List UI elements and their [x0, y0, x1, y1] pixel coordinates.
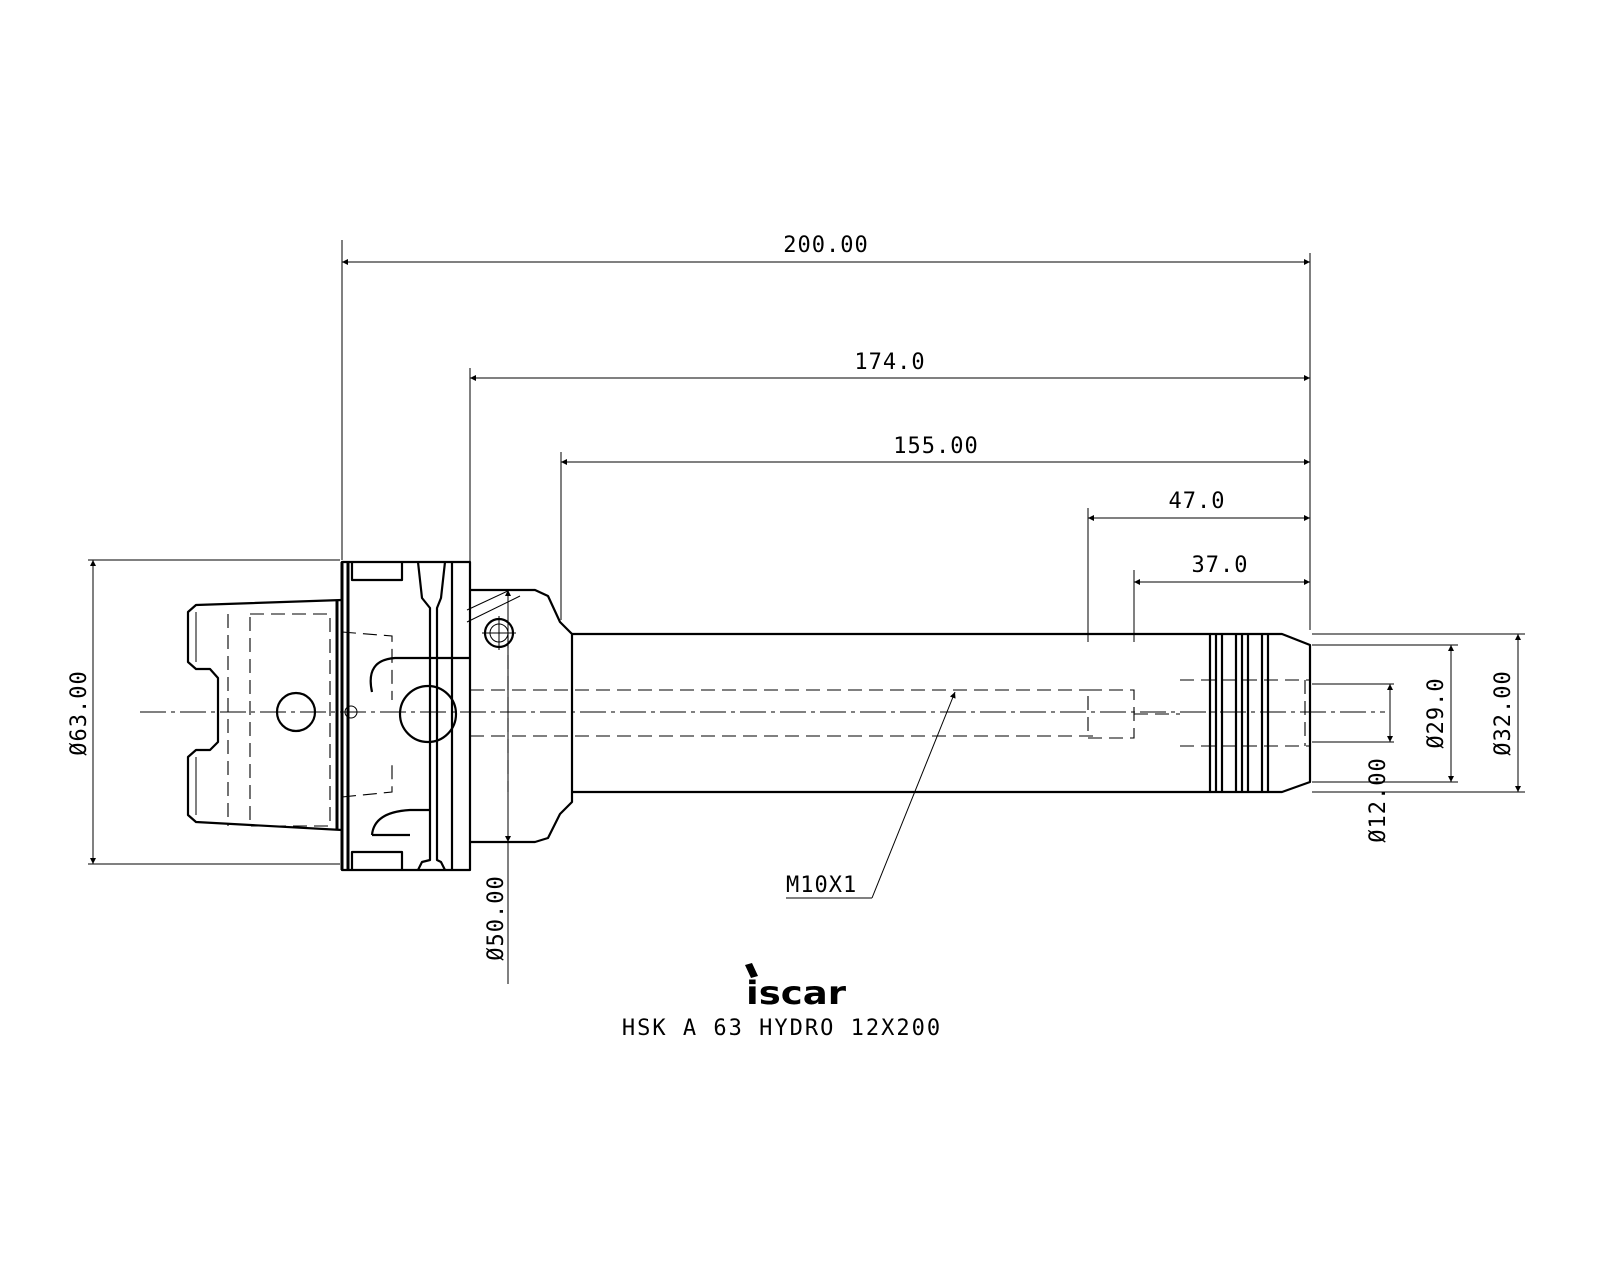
drive-slot-bottom: [350, 850, 404, 870]
hidden-features: [227, 613, 1310, 827]
extension-shank: [572, 632, 1212, 794]
side-hole-right: [398, 684, 458, 744]
neck-body: [470, 588, 574, 844]
drawing-title: HSK A 63 HYDRO 12X200: [622, 1016, 942, 1041]
orientation-notch-top: [369, 656, 470, 693]
flange-collar: [340, 560, 472, 872]
dim-text-37: 37.0: [1192, 553, 1249, 578]
v-groove: [416, 561, 432, 871]
dim-text-d29: Ø29.0: [1424, 677, 1449, 748]
thread-leader-line: [871, 691, 956, 899]
dimensions: 200.00 174.0 155.00 47.0 37.0 Ø63.00 Ø50…: [67, 233, 1525, 984]
dim-text-47: 47.0: [1169, 489, 1226, 514]
drive-slot-top: [350, 562, 404, 582]
tool-holder-outline: [186, 560, 1312, 872]
dim-text-200: 200.00: [783, 233, 868, 258]
clamping-rings: [1214, 634, 1270, 792]
dim-text-d32: Ø32.00: [1491, 670, 1516, 755]
hsk-taper-shank: [186, 598, 343, 832]
dim-text-d63: Ø63.00: [67, 670, 92, 755]
orientation-notch-bottom: [370, 808, 430, 836]
dim-text-155: 155.00: [893, 434, 978, 459]
dim-text-d50: Ø50.00: [484, 875, 509, 960]
dim-text-d12: Ø12.00: [1366, 757, 1391, 842]
hydraulic-nose: [1210, 632, 1312, 794]
brand-logo: iscar: [745, 963, 846, 1012]
logo-wordmark: iscar: [746, 974, 846, 1012]
dim-text-174: 174.0: [854, 350, 925, 375]
thread-callout: M10X1: [786, 873, 857, 898]
